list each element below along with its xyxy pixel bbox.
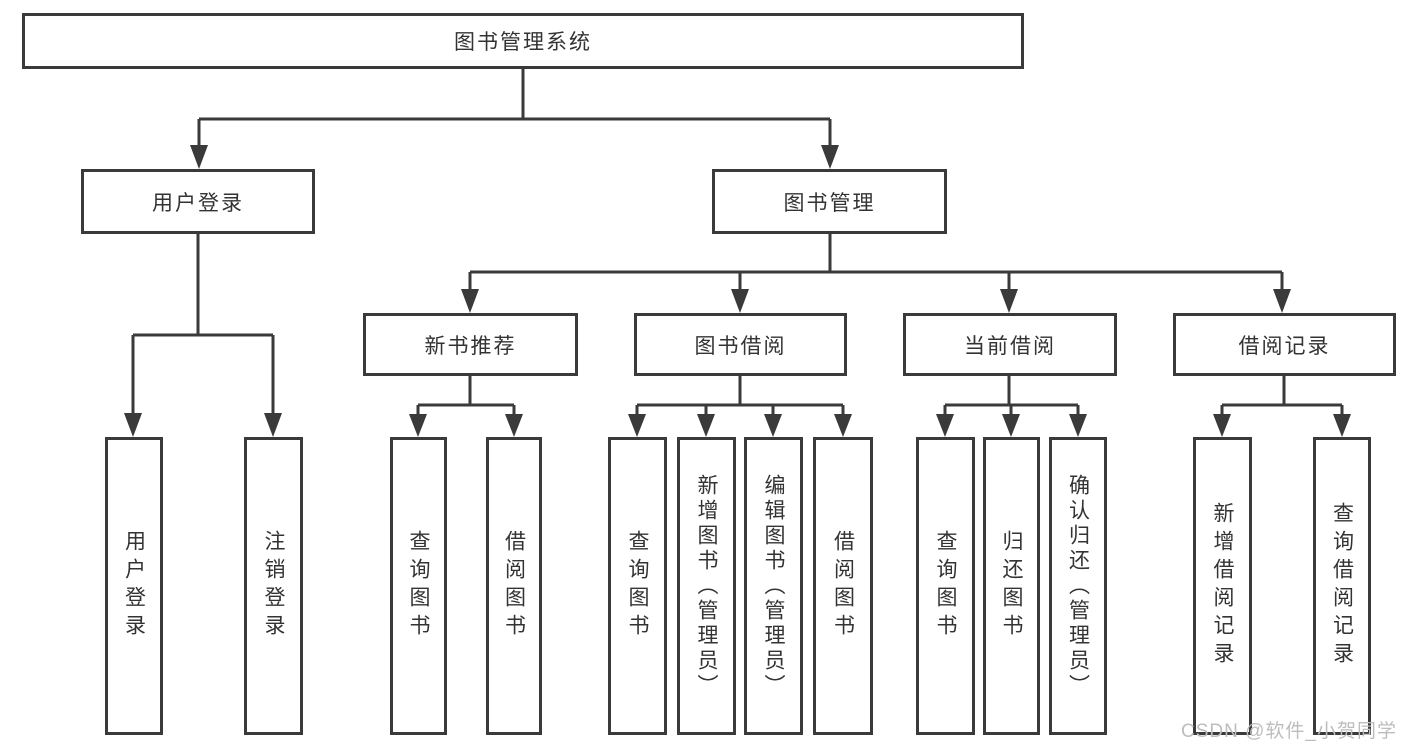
leaf-borrow-books: 借阅图书: [813, 437, 873, 735]
leaf-user-login: 用户登录: [105, 437, 163, 735]
leaf-query-books-current: 查询图书: [916, 437, 975, 735]
node-book-management-label: 图书管理: [783, 191, 876, 215]
node-book-borrowing-label: 图书借阅: [694, 334, 787, 358]
node-new-book-recommend-label: 新书推荐: [424, 334, 517, 358]
node-current-borrowing: 当前借阅: [903, 313, 1117, 376]
leaf-add-borrow-record-label: 新增借阅记录: [1211, 502, 1234, 670]
leaf-edit-books-admin: 编辑图书（管理员）: [744, 437, 803, 735]
leaf-borrow-books-recommend: 借阅图书: [486, 437, 542, 735]
leaf-return-books: 归还图书: [983, 437, 1040, 735]
leaf-return-books-label: 归还图书: [1000, 530, 1023, 642]
leaf-query-borrow-record-label: 查询借阅记录: [1330, 502, 1354, 670]
leaf-query-books-recommend: 查询图书: [390, 437, 447, 735]
leaf-borrow-books-recommend-label: 借阅图书: [502, 530, 526, 642]
node-book-management: 图书管理: [712, 169, 947, 234]
leaf-edit-books-admin-label: 编辑图书（管理员）: [762, 473, 785, 699]
leaf-user-login-label: 用户登录: [122, 530, 146, 642]
node-user-login-label: 用户登录: [152, 191, 244, 215]
leaf-query-books-recommend-label: 查询图书: [407, 530, 430, 642]
leaf-add-books-admin-label: 新增图书（管理员）: [695, 473, 718, 699]
node-root-label: 图书管理系统: [454, 31, 592, 54]
leaf-query-books-borrow-label: 查询图书: [626, 530, 649, 642]
node-book-borrowing: 图书借阅: [634, 313, 847, 376]
leaf-add-borrow-record: 新增借阅记录: [1193, 437, 1252, 735]
node-root-library-system: 图书管理系统: [22, 13, 1024, 69]
leaf-query-books-borrow: 查询图书: [608, 437, 667, 735]
node-borrowing-records-label: 借阅记录: [1238, 334, 1331, 358]
node-new-book-recommend: 新书推荐: [363, 313, 578, 376]
leaf-add-books-admin: 新增图书（管理员）: [677, 437, 736, 735]
node-borrowing-records: 借阅记录: [1173, 313, 1396, 376]
csdn-watermark: CSDN @软件_小贺同学: [1181, 721, 1397, 742]
leaf-confirm-return-admin-label: 确认归还（管理员）: [1066, 473, 1090, 699]
leaf-confirm-return-admin: 确认归还（管理员）: [1049, 437, 1107, 735]
node-user-login: 用户登录: [81, 169, 315, 234]
leaf-logout-login-label: 注销登录: [262, 530, 285, 642]
leaf-logout-login: 注销登录: [244, 437, 303, 735]
leaf-query-books-current-label: 查询图书: [934, 530, 957, 642]
node-current-borrowing-label: 当前借阅: [964, 334, 1056, 358]
leaf-borrow-books-label: 借阅图书: [831, 530, 855, 642]
leaf-query-borrow-record: 查询借阅记录: [1313, 437, 1371, 735]
